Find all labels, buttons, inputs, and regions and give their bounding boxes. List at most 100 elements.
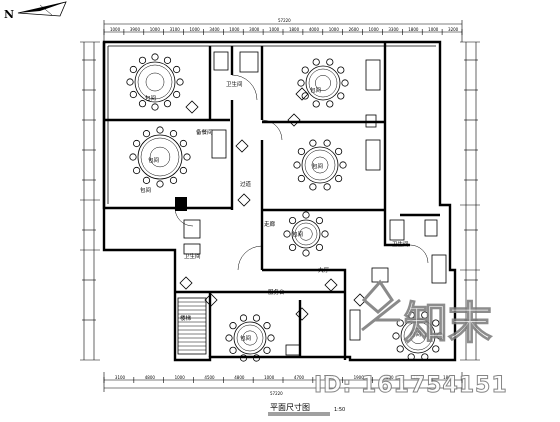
room-label-2: 包间 [310, 86, 321, 94]
chair-icon [179, 166, 187, 175]
chair-icon [288, 216, 297, 225]
chair-icon [263, 346, 271, 354]
top-dimension-segment-2: 3900 [130, 27, 141, 32]
bottom-dimension-segment-11: 1600 [413, 375, 424, 380]
chair-icon [312, 58, 320, 66]
chair-icon [335, 147, 343, 156]
chair-icon [309, 139, 317, 147]
top-dimension-segment-13: 2600 [349, 27, 360, 32]
room-label-3: 包间 [148, 156, 159, 164]
chair-icon [309, 183, 317, 191]
chair-icon [302, 249, 310, 257]
chair-icon [432, 319, 440, 327]
round-table-1 [126, 53, 184, 111]
bottom-dimension-segment-4: 4500 [204, 375, 215, 380]
chair-icon [335, 174, 343, 183]
bottom-dimension-segment-1: 3100 [115, 375, 126, 380]
chair-icon [176, 78, 184, 86]
chair-icon [396, 345, 404, 353]
room-label-9: 卫生间 [226, 80, 243, 88]
top-dimension-segment-17: 1000 [428, 27, 439, 32]
round-table-4 [293, 139, 347, 191]
room-label-13: 过道 [240, 180, 252, 188]
chair-icon [129, 90, 137, 99]
bottom-dimension-segment-12: 1800 [443, 375, 454, 380]
north-arrow-label: N [4, 8, 14, 21]
chair-icon [169, 130, 178, 138]
top-dimension-segment-11: 4000 [309, 27, 320, 32]
chair-icon [126, 78, 134, 86]
chair-icon [326, 58, 334, 66]
chair-icon [297, 79, 305, 87]
chair-icon [392, 332, 400, 340]
chair-icon [288, 243, 297, 252]
round-table-5 [283, 211, 329, 257]
room-label-7: 包间 [410, 330, 421, 338]
bottom-dimension-segment-6: 1000 [264, 375, 275, 380]
chair-icon [297, 174, 305, 183]
chair-icon [323, 183, 331, 191]
chair-icon [229, 346, 237, 354]
top-dimension-segment-8: 3000 [249, 27, 260, 32]
bottom-total-dimension: 57220 [270, 391, 283, 396]
round-table-6 [225, 314, 275, 362]
chair-icon [229, 322, 237, 330]
chair-icon [239, 354, 248, 362]
chair-icon [156, 180, 164, 188]
chair-icon [312, 100, 320, 108]
stairs [177, 297, 207, 355]
chair-icon [133, 166, 141, 175]
chair-icon [432, 345, 440, 353]
round-table-2 [297, 58, 349, 108]
chair-icon [179, 139, 187, 148]
chair-icon [337, 92, 345, 100]
chair-icon [337, 66, 345, 74]
room-label-4: 包间 [312, 162, 323, 170]
outer-walls [102, 40, 457, 362]
bottom-dimension-segment-7: 4700 [294, 375, 305, 380]
watermark: 知末 ID: 161754151 [314, 279, 508, 399]
drawing-title-text: 平面尺寸图 [270, 402, 310, 412]
chair-icon [156, 126, 164, 134]
chair-icon [263, 322, 271, 330]
room-label-12: 备餐间 [196, 128, 213, 136]
watermark-logo-icon [361, 279, 401, 332]
top-dimension-segment-3: 1000 [150, 27, 161, 32]
room-label-14: 走廊 [264, 220, 276, 228]
chair-icon [301, 92, 309, 100]
chair-icon [169, 176, 178, 184]
chair-icon [293, 161, 301, 169]
chair-icon [407, 353, 415, 361]
chair-icon [339, 161, 347, 169]
chair-icon [239, 314, 248, 322]
top-dimension-segment-18: 3200 [448, 27, 459, 32]
room-labels: 包间 包间 包间 包间 包间 包间 包间 包间 卫生间 卫生间 卫生间 备餐间 … [140, 80, 421, 342]
chair-icon [138, 56, 147, 64]
top-dimension-segment-6: 3400 [209, 27, 220, 32]
room-label-11: 卫生间 [392, 240, 409, 248]
chair-icon [142, 130, 151, 138]
bottom-dimension-segment-8: 1800 [324, 375, 335, 380]
drawing-scale: 1:50 [334, 407, 345, 413]
top-dimension-segment-4: 3100 [170, 27, 181, 32]
watermark-id: ID: 161754151 [314, 373, 508, 398]
chair-icon [129, 153, 137, 161]
chair-icon [407, 311, 415, 319]
room-label-16: 服务台 [268, 288, 285, 296]
side-dimension-chains [80, 41, 480, 361]
round-table-3 [129, 126, 191, 188]
bottom-dimension-segment-9: 1900 [354, 375, 365, 380]
top-dimension-segment-1: 1000 [110, 27, 121, 32]
chair-icon [142, 176, 151, 184]
room-label-6: 包间 [240, 334, 251, 342]
bottom-dimension-segment-10: 4500 [383, 375, 394, 380]
room-label-5: 包间 [292, 230, 303, 238]
chair-icon [323, 139, 331, 147]
chair-icon [315, 216, 324, 225]
chair-icon [151, 103, 159, 111]
chair-icon [421, 311, 429, 319]
round-table-7 [392, 311, 444, 361]
